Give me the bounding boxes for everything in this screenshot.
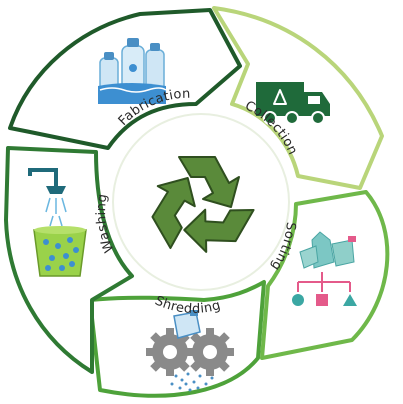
sorting-chart-icon: [292, 231, 357, 306]
water-bottles-icon: [98, 38, 167, 104]
gears-shredder-icon: [146, 310, 234, 392]
recycling-truck-icon: [256, 82, 330, 125]
recycle-icon: [139, 156, 255, 263]
center-hub: [112, 113, 290, 291]
shower-bucket-icon: [28, 168, 87, 277]
segment-sorting: [260, 190, 390, 360]
